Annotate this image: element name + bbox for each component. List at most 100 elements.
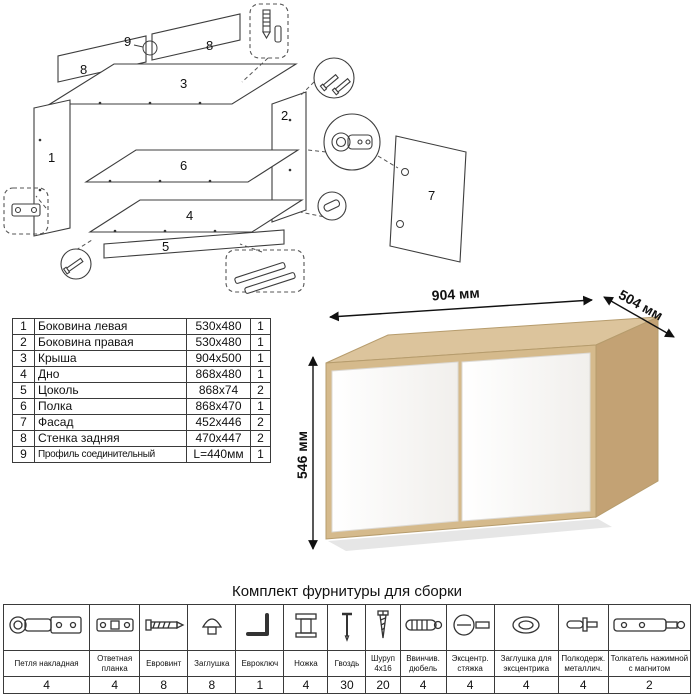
connector-highlight (142, 40, 158, 56)
part-name: Стенка задняя (34, 430, 187, 447)
parts-table-row: 4 Дно 868x480 1 (12, 366, 271, 383)
label-9-leader (133, 44, 144, 48)
part-size: 868x470 (186, 398, 251, 415)
hardware-qty: 4 (2, 676, 91, 694)
part-label-6: 6 (180, 158, 187, 173)
hardware-names-row: Петля накладная Ответная планка Евровинт… (2, 650, 692, 677)
cabinet-right-face (595, 316, 659, 518)
exploded-diagram: 9 8 8 3 1 2 6 4 5 7 (3, 3, 467, 294)
part-size: 868x480 (186, 366, 251, 383)
callout-bolt (249, 3, 289, 59)
part-label-1: 1 (48, 150, 55, 165)
part-number: 5 (12, 382, 35, 399)
hardware-qty: 4 (493, 676, 559, 694)
part-qty: 1 (250, 318, 271, 335)
part-qty: 2 (250, 430, 271, 447)
part-label-8b: 8 (206, 38, 213, 53)
part-4-bottom (88, 199, 304, 233)
width-dimension-arrow (329, 295, 593, 322)
hardware-name: Эксцентр. стяжка (445, 650, 495, 677)
part-number: 7 (12, 414, 35, 431)
depth-dimension-arrow (603, 296, 675, 338)
hardware-name: Евроключ (235, 650, 285, 677)
hardware-qty: 8 (139, 676, 189, 694)
hardware-name: Гвоздь (327, 650, 367, 677)
part-number: 3 (12, 350, 35, 367)
hinge-icon (8, 616, 82, 634)
nail-icon (341, 612, 352, 642)
parts-table-row: 1 Боковина левая 530x480 1 (12, 318, 271, 335)
plug-icon (201, 618, 222, 635)
part-8-back-panel-right (151, 13, 241, 61)
part-7-door (389, 135, 467, 263)
cam-lock-icon (453, 614, 490, 636)
leader-lines (35, 57, 399, 253)
part-qty: 1 (250, 366, 271, 383)
hardware-qty: 4 (89, 676, 141, 694)
part-name: Боковина левая (34, 318, 187, 335)
fastener-holes (38, 101, 292, 233)
part-6-shelf (84, 149, 300, 183)
hardware-qty: 4 (557, 676, 609, 694)
part-name: Цоколь (34, 382, 187, 399)
parts-table-row: 7 Фасад 452x446 2 (12, 414, 271, 431)
hardware-qty: 1 (235, 676, 285, 694)
callout-screws (313, 57, 355, 99)
part-1-left-side (33, 99, 71, 237)
hardware-name: Толкатель нажимной с магнитом (607, 650, 692, 677)
part-number: 2 (12, 334, 35, 351)
hardware-qty: 30 (327, 676, 367, 694)
part-qty: 1 (250, 446, 271, 463)
part-qty: 1 (250, 334, 271, 351)
part-5-plinth (103, 229, 285, 259)
part-name: Боковина правая (34, 334, 187, 351)
part-number: 4 (12, 366, 35, 383)
hex-key-icon (245, 613, 269, 636)
hardware-qty: 4 (283, 676, 329, 694)
part-label-7: 7 (428, 188, 435, 203)
part-size: 868x74 (186, 382, 251, 399)
screw-icon (377, 610, 389, 639)
part-qty: 2 (250, 382, 271, 399)
hardware-qty: 4 (399, 676, 447, 694)
hardware-qty: 4 (445, 676, 495, 694)
hardware-name: Шуруп 4x16 (365, 650, 401, 677)
hardware-name: Заглушка для эксцентрика (493, 650, 559, 677)
hardware-name: Ввинчив. дюбель (399, 650, 447, 677)
part-number: 8 (12, 430, 35, 447)
parts-table-row: 9 Профиль соединительный L=440мм 1 (12, 446, 271, 463)
cabinet-door-right (461, 352, 591, 522)
part-size: 470x447 (186, 430, 251, 447)
part-label-5: 5 (162, 239, 169, 254)
part-qty: 1 (250, 350, 271, 367)
part-3-top-panel (48, 63, 298, 105)
euro-screw-icon (145, 619, 185, 631)
leg-icon (295, 613, 317, 638)
strike-plate-icon (96, 618, 134, 632)
cabinet-door-left (331, 361, 459, 533)
part-name: Дно (34, 366, 187, 383)
parts-table-row: 8 Стенка задняя 470x447 2 (12, 430, 271, 447)
parts-table-row: 5 Цоколь 868x74 2 (12, 382, 271, 399)
part-label-2: 2 (281, 108, 288, 123)
eccentric-cap-icon (512, 616, 540, 634)
part-size: 530x480 (186, 318, 251, 335)
callout-mount-plate (3, 187, 49, 235)
callout-dowel (317, 191, 347, 221)
part-name: Профиль соединительный (34, 446, 187, 463)
part-name: Полка (34, 398, 187, 415)
part-number: 1 (12, 318, 35, 335)
height-dimension-label: 546 мм (296, 431, 310, 479)
hardware-name: Ножка (283, 650, 329, 677)
callout-hinge (323, 113, 381, 171)
part-name: Крыша (34, 350, 187, 367)
part-name: Фасад (34, 414, 187, 431)
part-number: 9 (12, 446, 35, 463)
part-label-8a: 8 (80, 62, 87, 77)
part-label-4: 4 (186, 208, 193, 223)
dowel-icon (405, 619, 443, 631)
hardware-kit-table: Петля накладная Ответная планка Евровинт… (2, 604, 692, 694)
hardware-name: Ответная планка (89, 650, 141, 677)
hardware-qty: 8 (187, 676, 237, 694)
